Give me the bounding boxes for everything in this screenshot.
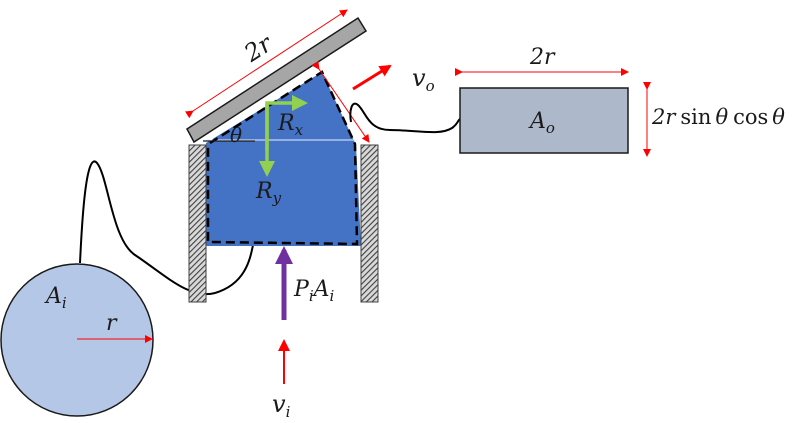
inlet-radius-label: r	[106, 311, 118, 336]
plate-length-dimension-arrow	[184, 9, 348, 119]
inlet-area-label: Ai	[44, 284, 67, 312]
outlet-gap-dimension-arrow	[311, 60, 370, 143]
outlet-width-label: 2r	[529, 45, 556, 70]
left-wall	[188, 144, 207, 303]
reaction-y-label: Ry	[255, 179, 282, 207]
outlet-area-rect	[459, 87, 629, 154]
outlet-velocity-label: vo	[412, 64, 435, 95]
outlet-hose	[349, 102, 461, 134]
inlet-area-circle	[0, 263, 154, 417]
inlet-velocity-label: vi	[272, 390, 291, 421]
right-wall	[360, 144, 379, 303]
angle-label: θ	[230, 123, 242, 147]
pressure-force-label: PiAi	[293, 277, 335, 305]
control-volume-boundary	[206, 70, 359, 246]
inlet-hose	[79, 160, 254, 296]
reaction-x-label: Rx	[277, 111, 304, 139]
outlet-velocity-arrow	[352, 64, 392, 91]
plate-length-label: 2r	[238, 29, 278, 68]
outlet-area-label: Ao	[528, 109, 555, 137]
fluid-region	[206, 72, 361, 246]
